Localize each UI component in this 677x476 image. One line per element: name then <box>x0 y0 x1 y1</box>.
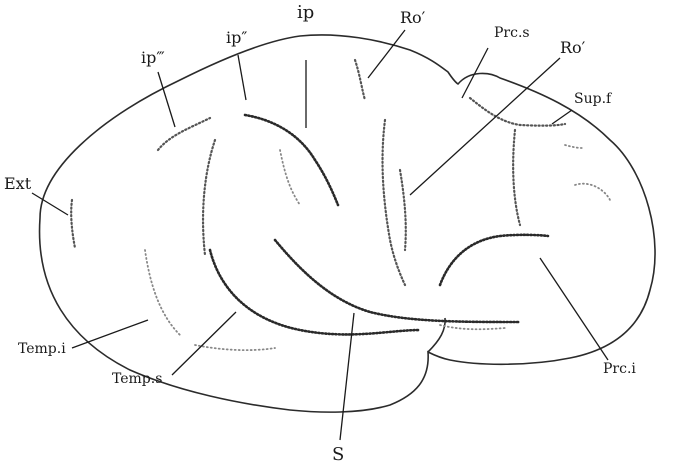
label-prc-s: Prc.s <box>494 26 530 40</box>
label-temp-i: Temp.i <box>18 342 66 356</box>
leader-ip3 <box>158 72 175 127</box>
label-ro-top: Ro′ <box>400 10 425 26</box>
frontal-sulcus-2 <box>575 184 610 200</box>
leader-ro-top <box>368 30 405 78</box>
inferior-temporal-sulcus <box>145 250 180 335</box>
rolandic-sulcus-upper <box>355 60 365 100</box>
frontal-sulcus <box>513 130 520 225</box>
external-sulcus <box>71 200 75 248</box>
leader-ext <box>32 193 68 215</box>
label-ip-double-prime: ip″ <box>226 30 247 46</box>
rolandic-sulcus-right <box>400 170 406 250</box>
orbital-sulcus <box>440 325 505 329</box>
leader-temp-i <box>72 320 148 348</box>
ip-double-prime-sulcus <box>203 140 215 255</box>
leader-ro-right <box>410 58 560 195</box>
label-temp-s: Temp.s <box>112 372 162 386</box>
label-ro-right: Ro′ <box>560 40 585 56</box>
leader-prc-i <box>540 258 608 360</box>
ip-triple-prime-sulcus <box>158 118 210 150</box>
label-prc-i: Prc.i <box>603 362 636 376</box>
label-ip: ip <box>297 4 314 22</box>
precentral-inferior-sulcus <box>440 235 548 285</box>
rolandic-sulcus <box>383 120 405 285</box>
label-s: S <box>332 446 344 464</box>
intraparietal-sulcus <box>245 115 338 205</box>
label-ip-triple-prime: ip‴ <box>141 50 165 66</box>
parietal-sulcus <box>280 150 300 205</box>
leader-temp-s <box>172 312 236 375</box>
leader-s <box>340 313 354 440</box>
sylvian-fissure <box>275 240 520 322</box>
inferior-temporal-sulcus-2 <box>195 345 275 350</box>
precentral-superior-sulcus <box>470 98 565 126</box>
label-ext: Ext <box>4 176 31 192</box>
leader-ip2 <box>238 55 246 100</box>
temporal-pole-edge <box>428 318 445 352</box>
label-sup-f: Sup.f <box>574 92 611 106</box>
superior-temporal-sulcus <box>210 250 420 334</box>
leader-sup-f <box>552 110 572 124</box>
hemisphere-outline <box>40 35 656 412</box>
frontal-sulcus-3 <box>565 145 582 148</box>
